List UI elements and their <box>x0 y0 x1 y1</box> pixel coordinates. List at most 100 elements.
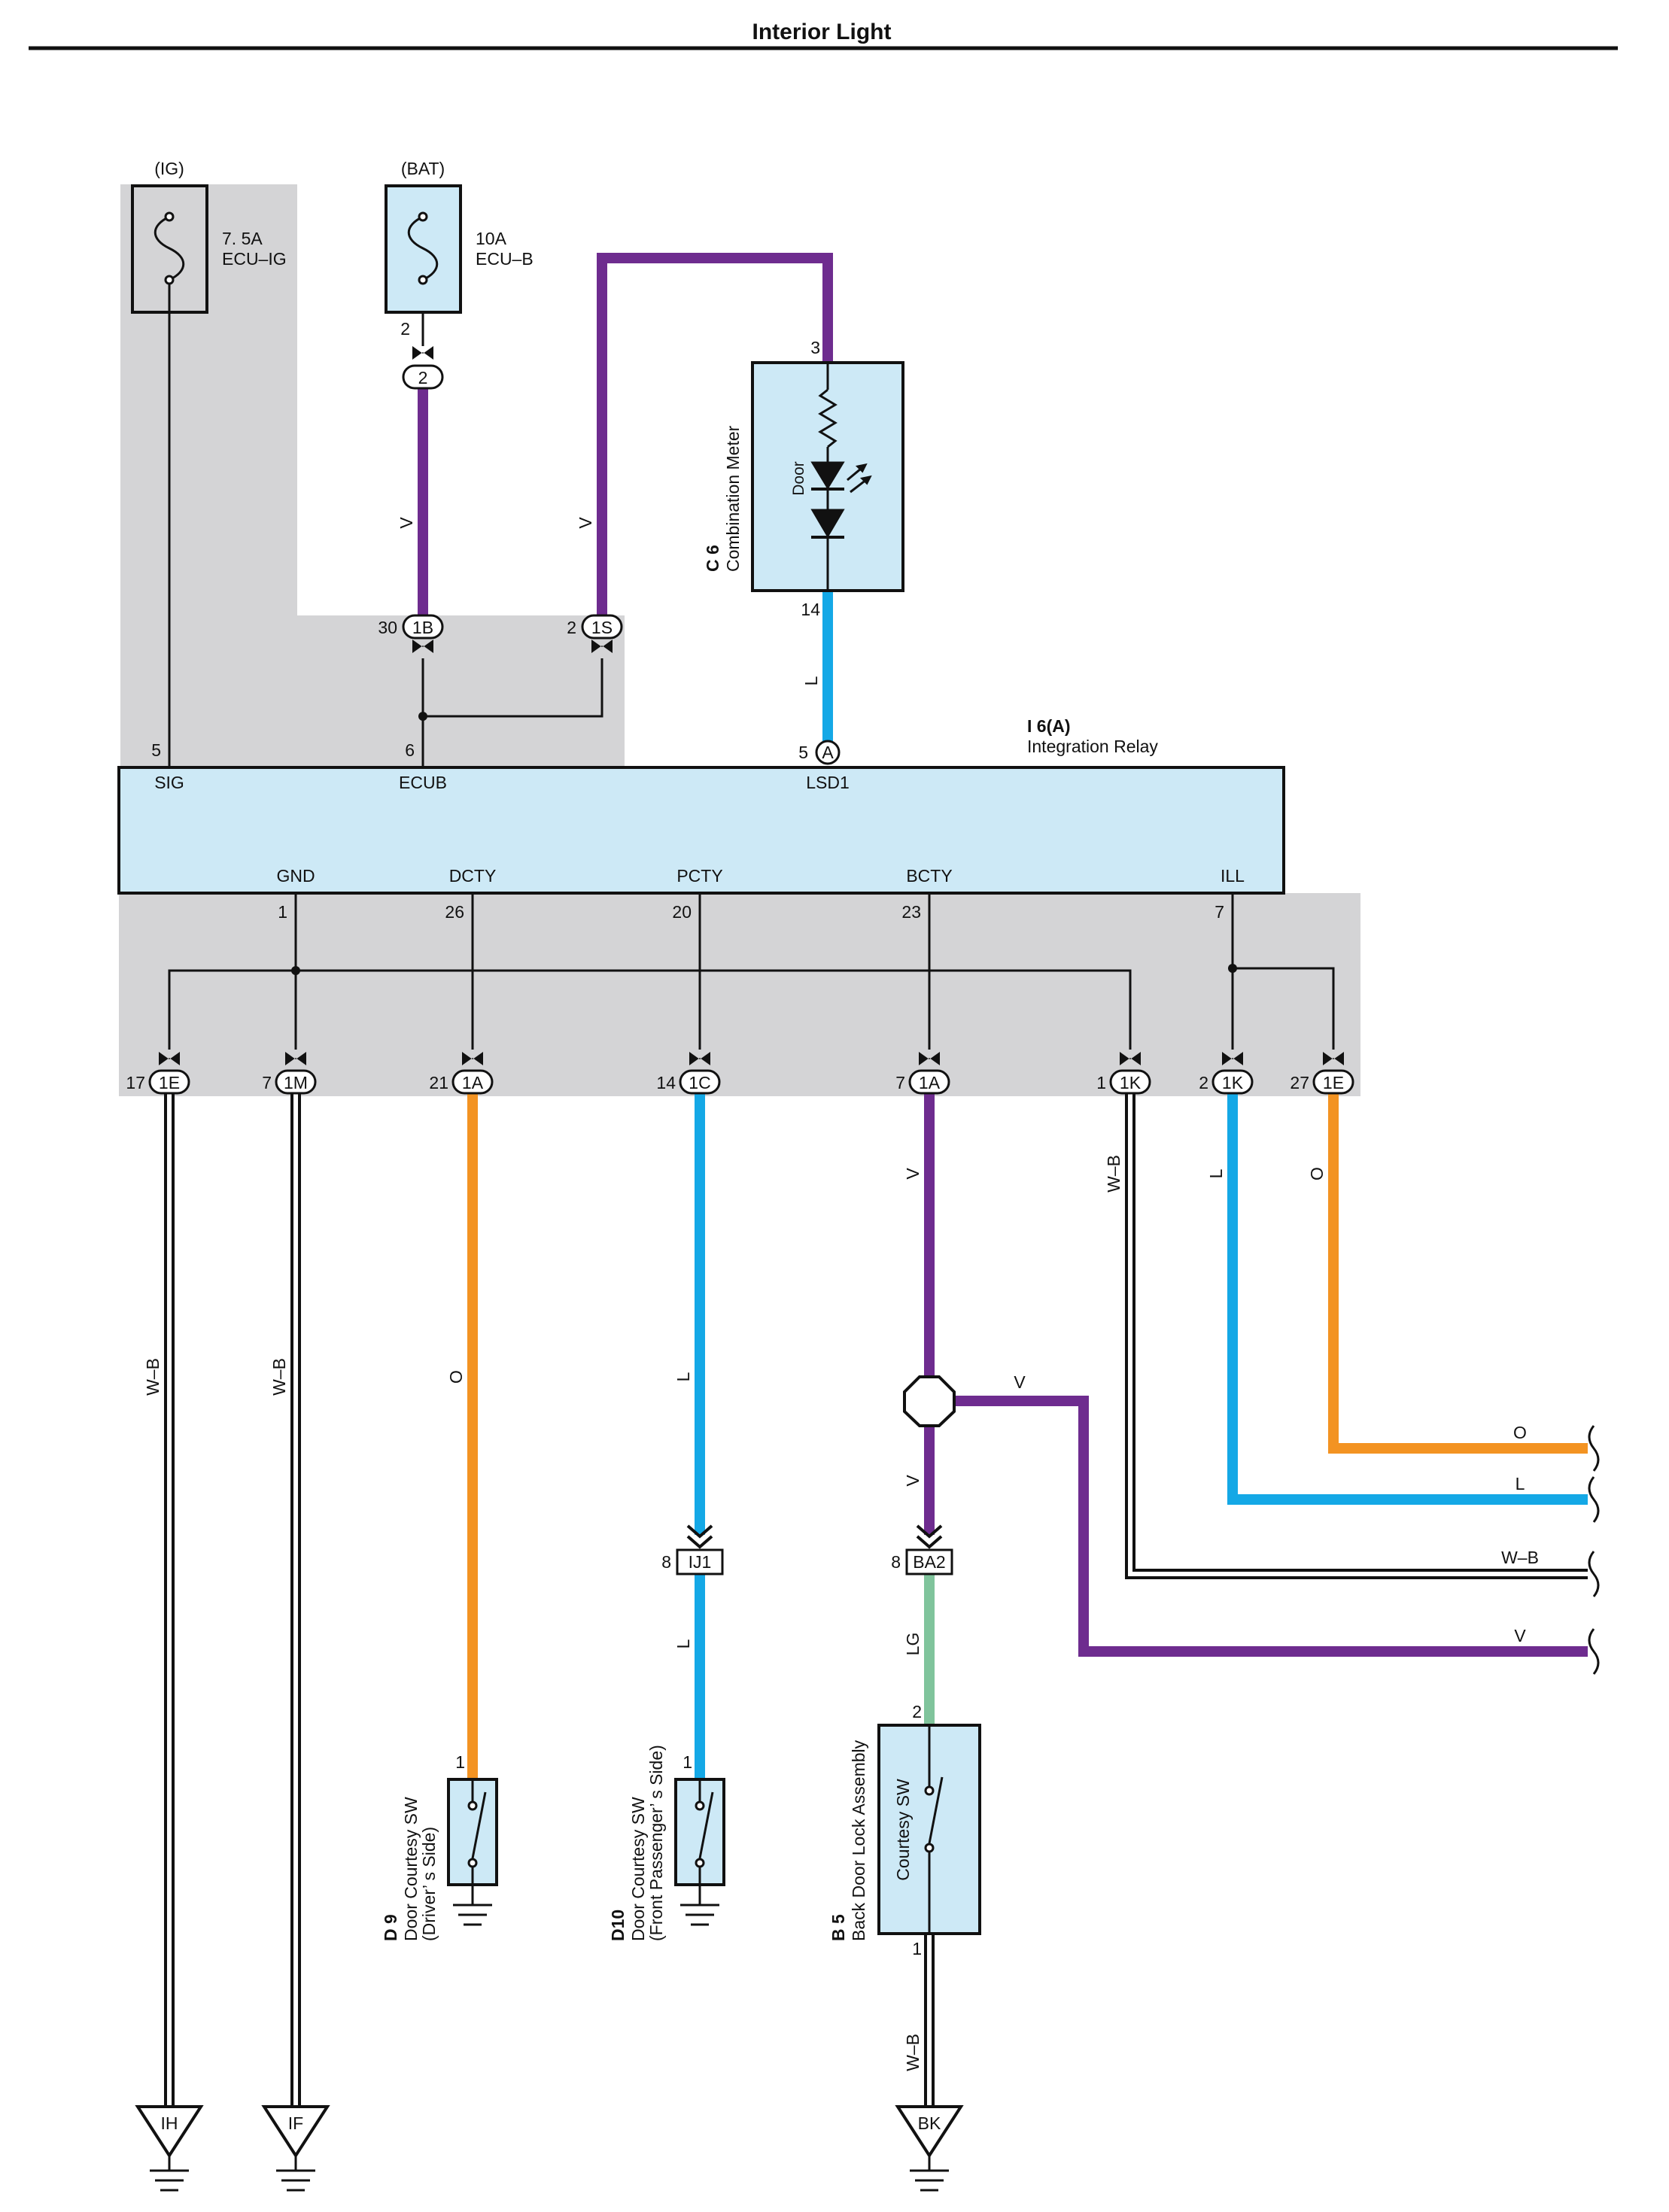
integration-relay <box>117 766 1285 895</box>
connector-1a-bcty-pin: 7 <box>895 1073 905 1092</box>
relay-pin-gnd-num: 1 <box>278 902 287 922</box>
relay-pin-ecub-num: 6 <box>405 740 415 760</box>
ground-if <box>261 2105 330 2192</box>
wire-gnd-bus <box>168 969 1132 1050</box>
page-title: Interior Light <box>752 20 892 44</box>
wire-label-1m-wb: W–B <box>269 1358 289 1396</box>
wire-label-1e-o: O <box>1307 1167 1327 1180</box>
wire-wb-1k <box>1125 1093 1588 1579</box>
connector-1e-left <box>148 1069 190 1095</box>
connector-ba2 <box>905 1548 953 1575</box>
splice-ecub <box>418 712 427 721</box>
wire-label-1k-wb: W–B <box>1104 1155 1123 1193</box>
exit-label-v: V <box>1514 1626 1526 1645</box>
relay-connector-a-label: A <box>822 743 834 762</box>
relay-pin-lsd1: LSD1 <box>806 773 850 792</box>
fuse-bat-icon <box>407 211 439 285</box>
wire-meter-feed-violet <box>597 253 833 615</box>
switch-d9-name: Door Courtesy SW <box>401 1797 421 1941</box>
exit-label-o: O <box>1513 1423 1527 1442</box>
switch-d10-pin: 1 <box>682 1752 692 1772</box>
relay-pin-dcty: DCTY <box>449 866 497 886</box>
exit-label-wb: W–B <box>1501 1548 1539 1567</box>
connector-1s-pin: 2 <box>567 618 576 637</box>
connector-1m-label: 1M <box>284 1073 308 1092</box>
bat-source-label: (BAT) <box>401 159 445 178</box>
ground-bk-label: BK <box>918 2113 941 2133</box>
exit-label-l: L <box>1515 1474 1525 1493</box>
relay-pin-sig: SIG <box>154 773 184 792</box>
wire-label-meter-l: L <box>801 676 821 685</box>
switch-d10-name: Door Courtesy SW <box>628 1797 648 1941</box>
ig-source-label: (IG) <box>154 159 184 178</box>
connector-ij1-label: IJ1 <box>689 1552 712 1572</box>
connector-1m <box>275 1069 317 1095</box>
b5-pin-top: 2 <box>912 1702 922 1721</box>
b5-code: B 5 <box>828 1914 848 1941</box>
connector-ba2-label: BA2 <box>913 1552 945 1572</box>
connector-1e-right-label: 1E <box>1323 1073 1344 1092</box>
conn-2-pin: 2 <box>400 319 410 339</box>
wire-label-1e-wb: W–B <box>143 1358 163 1396</box>
relay-pin-lsd1-num: 5 <box>798 743 808 762</box>
relay-pin-pcty: PCTY <box>676 866 722 886</box>
connector-1k-l-label: 1K <box>1222 1073 1244 1092</box>
connector-1a-dcty-label: 1A <box>462 1073 484 1092</box>
wire-label-bcty-v: V <box>903 1168 923 1180</box>
wire-label-bcty-v-branch: V <box>1014 1372 1026 1392</box>
relay-name: Integration Relay <box>1027 737 1158 756</box>
switch-d9-side: (Driver’ s Side) <box>419 1827 439 1941</box>
relay-pin-ecub: ECUB <box>399 773 447 792</box>
relay-pin-ill: ILL <box>1221 866 1245 886</box>
connector-1k-l <box>1211 1069 1254 1095</box>
connector-1s <box>581 614 623 640</box>
wire-label-dcty-o: O <box>446 1370 466 1384</box>
connector-1e-left-pin: 17 <box>126 1073 145 1092</box>
ground-bk <box>895 2105 964 2192</box>
junction-connector-row: 1E 17 1M 7 1A 21 1C 14 1A 7 1K 1 1K 2 1E… <box>126 1052 1354 1095</box>
wire-label-bat-v: V <box>397 517 416 529</box>
connector-1a-dcty-pin: 21 <box>429 1073 448 1092</box>
shaded-area-lower <box>119 893 1360 1096</box>
wire-label-b5-wb: W–B <box>903 2034 923 2071</box>
fuse-bat-rating: 10A <box>476 229 507 248</box>
ground-ih-label: IH <box>161 2113 178 2133</box>
b5-switch-icon <box>924 1725 944 1934</box>
fuse-ig-name: ECU–IG <box>222 249 287 269</box>
connector-1m-pin: 7 <box>262 1073 272 1092</box>
connector-ij1-pin: 8 <box>661 1552 671 1572</box>
meter-lamp-label: Door <box>790 461 807 496</box>
meter-name: Combination Meter <box>723 425 743 572</box>
connector-1a-bcty <box>908 1069 950 1095</box>
connector-1c <box>679 1069 721 1095</box>
wire-label-1k-l: L <box>1206 1168 1226 1178</box>
b5-name: Back Door Lock Assembly <box>849 1740 868 1941</box>
connector-1s-label: 1S <box>591 618 613 637</box>
relay-pin-bcty: BCTY <box>906 866 952 886</box>
splice-point-v <box>903 1375 956 1427</box>
wire-e27-orange <box>1328 1093 1588 1454</box>
wire-k2-blue <box>1227 1093 1588 1505</box>
splice-gnd <box>291 966 300 975</box>
switch-d10-code: D10 <box>608 1910 628 1941</box>
connector-1c-label: 1C <box>689 1073 710 1092</box>
relay-pin-pcty-num: 20 <box>672 902 692 922</box>
connector-1b <box>402 614 444 640</box>
ground-ih <box>135 2105 204 2192</box>
splice-ill <box>1228 964 1237 973</box>
connector-ba2-pin: 8 <box>891 1552 901 1572</box>
ba2-arrow <box>916 1524 943 1549</box>
wire-ecub-tie <box>421 658 603 718</box>
b5-switch-label: Courtesy SW <box>893 1779 913 1881</box>
wire-continuation-marks <box>1588 1425 1600 1675</box>
wire-label-pcty-l: L <box>673 1372 693 1381</box>
connector-2-label: 2 <box>418 368 428 387</box>
relay-connector-a <box>815 740 841 765</box>
connector-ij1 <box>676 1548 724 1575</box>
fuse-ig-icon <box>154 211 185 285</box>
connector-1a-dcty <box>451 1069 494 1095</box>
connector-1b-label: 1B <box>412 618 433 637</box>
relay-code: I 6(A) <box>1027 716 1071 736</box>
relay-pin-gnd: GND <box>276 866 315 886</box>
